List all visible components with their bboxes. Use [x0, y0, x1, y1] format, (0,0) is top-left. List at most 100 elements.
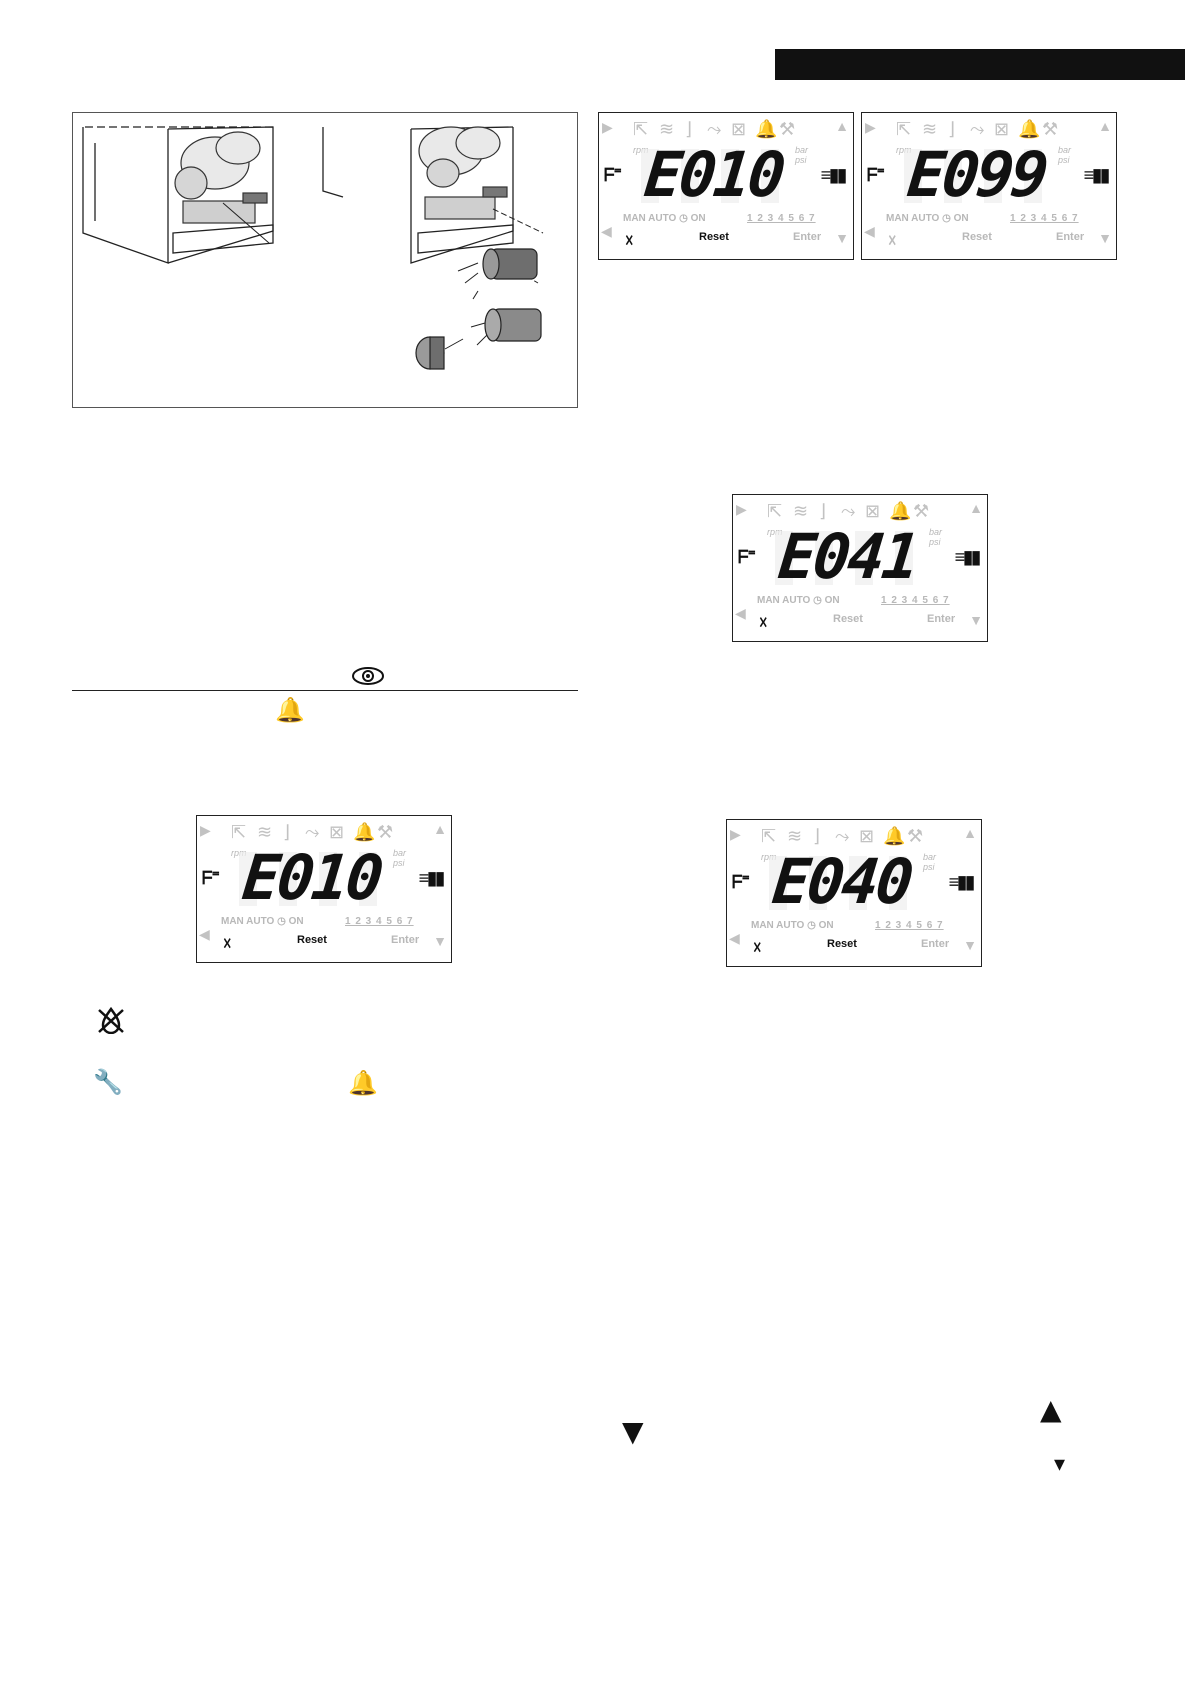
- arrow-down-icon: ▼: [1098, 230, 1112, 246]
- pump-icon: ⤳: [835, 826, 850, 847]
- wifi-icon: ≋: [257, 822, 273, 843]
- bar-unit: bar: [923, 852, 937, 862]
- boiler-lcd-display: ▶ ⇱ ≋ ⌋ ⤳ ⊠ 🔔 ⚒ ▲ rpm bar psi ᖴ⁼ E040 ≡▮…: [726, 819, 982, 967]
- day-indicators: 1 2 3 4 5 6 7: [345, 916, 414, 927]
- arrow-left-icon: ◀: [601, 223, 612, 239]
- enter-label: Enter: [921, 938, 950, 950]
- arrow-down-icon: ▼: [835, 230, 849, 246]
- flame-off-icon: ☓: [753, 940, 762, 957]
- arrow-up-icon: ▲: [1098, 118, 1112, 134]
- reset-label: Reset: [962, 231, 992, 243]
- arrow-up-icon: ▲: [963, 825, 977, 841]
- enter-label: Enter: [391, 934, 420, 946]
- bell-icon: 🔔: [889, 501, 912, 522]
- arrow-down-icon: ▼: [963, 937, 977, 953]
- error-code: E041: [775, 520, 921, 593]
- flame-off-icon: ☓: [888, 233, 897, 250]
- radiator-icon: ≡▮▮: [954, 547, 981, 567]
- wrench-icon: 🔧: [93, 1068, 123, 1096]
- enter-label: Enter: [1056, 231, 1085, 243]
- segment-background: [769, 856, 919, 910]
- fan-icon: ⊠: [865, 501, 881, 522]
- mode-indicators: MAN AUTO ◷ ON: [751, 920, 834, 931]
- drain-icon: ⌋: [819, 501, 827, 522]
- mode-indicators: MAN AUTO ◷ ON: [623, 213, 706, 224]
- pump-icon: ⤳: [305, 822, 320, 843]
- arrow-down-small-icon: ▾: [1054, 1452, 1066, 1477]
- bar-unit: bar: [929, 527, 943, 537]
- bar-unit: bar: [1058, 145, 1072, 155]
- tap-water-icon: ᖴ⁼: [867, 165, 884, 185]
- enter-label: Enter: [793, 231, 822, 243]
- arrow-right-icon: ▶: [200, 822, 211, 838]
- wrench-icon: ⚒: [907, 826, 924, 847]
- wifi-icon: ≋: [922, 119, 938, 140]
- arrow-right-icon: ▶: [730, 826, 741, 842]
- radiator-icon: ≡▮▮: [418, 868, 445, 888]
- psi-unit: psi: [795, 155, 807, 165]
- pump-icon: ⤳: [841, 501, 856, 522]
- boiler-burner-removal-illustration: [72, 112, 578, 408]
- arrow-up-icon: ▲: [835, 118, 849, 134]
- pump-icon: ⤳: [707, 119, 722, 140]
- wifi-icon: ≋: [793, 501, 809, 522]
- arrow-down-icon: ▼: [622, 1415, 644, 1448]
- rpm-unit: rpm: [231, 848, 247, 858]
- section-header-bar: [775, 49, 1185, 80]
- arrow-up-icon: ▲: [969, 500, 983, 516]
- arrow-right-icon: ▶: [602, 119, 613, 135]
- bell-icon-legend: 🔔: [348, 1069, 378, 1097]
- mode-indicators: MAN AUTO ◷ ON: [886, 213, 969, 224]
- arrow-left-icon: ◀: [864, 223, 875, 239]
- psi-unit: psi: [929, 537, 941, 547]
- arrow-left-icon: ◀: [735, 605, 746, 621]
- fan-icon: ⊠: [994, 119, 1010, 140]
- wifi-icon: ≋: [787, 826, 803, 847]
- tap-water-icon: ᖴ⁼: [604, 165, 621, 185]
- boiler-lcd-display: ▶ ⇱ ≋ ⌋ ⤳ ⊠ 🔔 ⚒ ▲ rpm bar psi ᖴ⁼ E041 ≡▮…: [732, 494, 988, 642]
- drain-icon: ⌋: [948, 119, 956, 140]
- reset-label: Reset: [827, 938, 857, 950]
- tap-water-icon: ᖴ⁼: [738, 547, 755, 567]
- error-code: E040: [769, 845, 915, 918]
- arrow-up-icon: ▲: [433, 821, 447, 837]
- psi-unit: psi: [923, 862, 935, 872]
- rpm-unit: rpm: [767, 527, 783, 537]
- external-link-icon: ⇱: [231, 822, 247, 843]
- bar-unit: bar: [795, 145, 809, 155]
- external-link-icon: ⇱: [767, 501, 783, 522]
- wrench-icon: ⚒: [913, 501, 930, 522]
- rpm-unit: rpm: [896, 145, 912, 155]
- psi-unit: psi: [393, 858, 405, 868]
- segment-background: [239, 852, 389, 906]
- day-indicators: 1 2 3 4 5 6 7: [875, 920, 944, 931]
- psi-unit: psi: [1058, 155, 1070, 165]
- fan-icon: ⊠: [859, 826, 875, 847]
- wrench-icon: ⚒: [377, 822, 394, 843]
- external-link-icon: ⇱: [633, 119, 649, 140]
- radiator-icon: ≡▮▮: [820, 165, 847, 185]
- arrow-right-icon: ▶: [736, 501, 747, 517]
- mode-indicators: MAN AUTO ◷ ON: [221, 916, 304, 927]
- enter-label: Enter: [927, 613, 956, 625]
- boiler-drawing: [82, 126, 544, 370]
- day-indicators: 1 2 3 4 5 6 7: [747, 213, 816, 224]
- tap-water-icon: ᖴ⁼: [202, 868, 219, 888]
- error-code: E010: [239, 841, 385, 914]
- mode-indicators: MAN AUTO ◷ ON: [757, 595, 840, 606]
- arrow-down-icon: ▼: [969, 612, 983, 628]
- segment-background: [904, 149, 1054, 203]
- boiler-lcd-display: ▶ ⇱ ≋ ⌋ ⤳ ⊠ 🔔 ⚒ ▲ rpm bar psi ᖴ⁼ E010 ≡▮…: [196, 815, 452, 963]
- external-link-icon: ⇱: [761, 826, 777, 847]
- boiler-lcd-display: ▶ ⇱ ≋ ⌋ ⤳ ⊠ 🔔 ⚒ ▲ rpm bar psi ᖴ⁼ E010 ≡▮…: [598, 112, 854, 260]
- radiator-icon: ≡▮▮: [1083, 165, 1110, 185]
- fan-icon: ⊠: [731, 119, 747, 140]
- external-link-icon: ⇱: [896, 119, 912, 140]
- bell-icon: 🔔: [883, 826, 906, 847]
- reset-label: Reset: [833, 613, 863, 625]
- wifi-icon: ≋: [659, 119, 675, 140]
- error-code: E010: [641, 138, 787, 211]
- bell-icon: 🔔: [353, 822, 376, 843]
- drain-icon: ⌋: [283, 822, 291, 843]
- arrow-up-icon: ▲: [1040, 1393, 1062, 1426]
